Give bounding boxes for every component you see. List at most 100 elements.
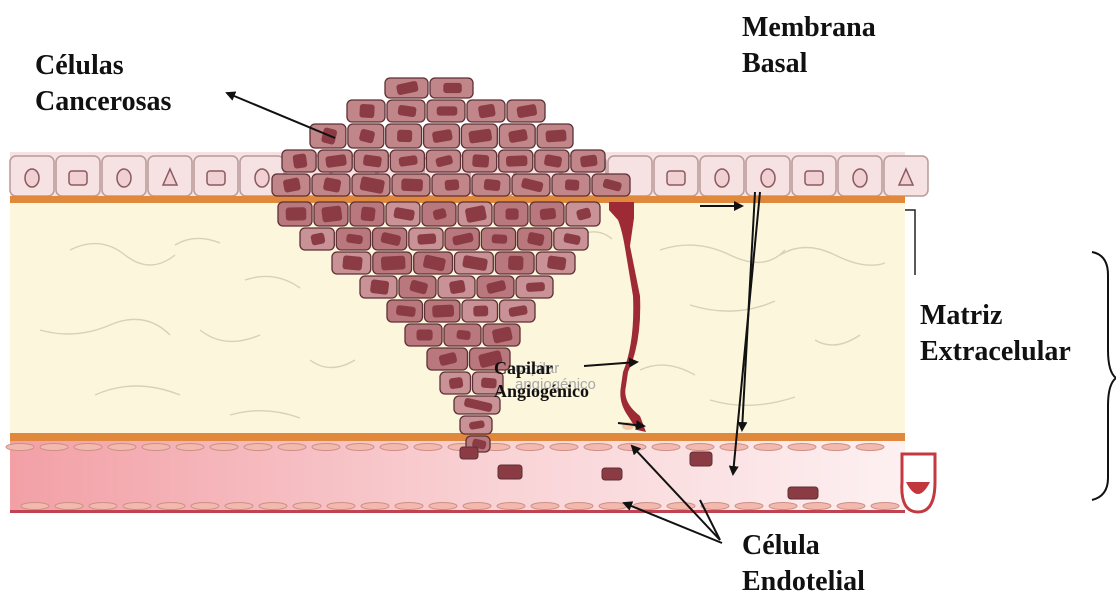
endothelial-cell <box>89 503 117 510</box>
endothelial-cell <box>565 503 593 510</box>
endothelial-cell <box>531 503 559 510</box>
endothelial-cell <box>21 503 49 510</box>
cancer-cell-nucleus <box>417 233 436 245</box>
endothelial-cell <box>463 503 491 510</box>
epithelial-nucleus <box>255 169 269 187</box>
epithelial-nucleus <box>25 169 39 187</box>
endothelial-cell <box>822 444 850 451</box>
basal-membrane-bottom <box>10 433 905 441</box>
endothelial-cell <box>584 444 612 451</box>
epithelial-nucleus <box>805 171 823 185</box>
cancer-cell-nucleus <box>483 179 500 192</box>
cancer-cell-nucleus <box>417 330 433 341</box>
endothelial-cell <box>346 444 374 451</box>
endothelial-cell <box>244 444 272 451</box>
blood-vessel <box>10 441 905 513</box>
endothelial-cell <box>516 444 544 451</box>
endothelial-cell <box>123 503 151 510</box>
cancer-cell-nucleus <box>286 207 307 220</box>
endothelial-cell <box>293 503 321 510</box>
epithelial-nucleus <box>667 171 685 185</box>
endothelial-cell <box>720 444 748 451</box>
endothelial-cell <box>550 444 578 451</box>
cancer-cell-nucleus <box>401 178 423 191</box>
cancer-cell-nucleus <box>449 279 466 294</box>
cancer-cell-nucleus <box>437 106 458 115</box>
endothelial-cell <box>429 503 457 510</box>
cancer-cell-nucleus <box>432 304 454 317</box>
basal-membrane-label-line1: Membrana <box>742 10 876 46</box>
extracellular-matrix-label-line1: Matriz <box>920 298 1071 334</box>
endothelial-cell <box>735 503 763 510</box>
cancer-cell-nucleus <box>508 256 524 271</box>
vessel-bottom-wall <box>10 510 905 513</box>
cancer-cells-label-line2: Cancerosas <box>35 84 171 120</box>
endothelial-cell <box>837 503 865 510</box>
endothelial-cell <box>803 503 831 510</box>
endothelial-cell <box>652 444 680 451</box>
cancer-cell-nucleus <box>506 208 519 219</box>
circulating-cancer-cell <box>602 468 622 480</box>
cancer-cell-nucleus <box>547 255 567 270</box>
cancer-cell-nucleus <box>449 377 464 389</box>
epithelial-nucleus <box>761 169 775 187</box>
cancer-cell-nucleus <box>580 154 598 167</box>
basal-membrane-label: Membrana Basal <box>742 10 876 83</box>
cancer-cell-nucleus <box>539 208 556 221</box>
endothelial-cell <box>686 444 714 451</box>
cancer-cell-nucleus <box>370 279 390 295</box>
cancer-cell-nucleus <box>292 153 307 169</box>
endothelial-cell <box>225 503 253 510</box>
cancer-cell-nucleus <box>443 83 462 93</box>
endothelial-cell <box>278 444 306 451</box>
basal-membrane-label-line2: Basal <box>742 46 876 82</box>
extracellular-matrix-label-line2: Extracelular <box>920 334 1071 370</box>
circulating-cancer-cell <box>690 452 712 466</box>
cancer-cell-nucleus <box>565 179 580 191</box>
cancer-cell-nucleus <box>397 130 412 143</box>
endothelial-cell <box>176 444 204 451</box>
cancer-cells-label-line1: Células <box>35 48 171 84</box>
endothelial-cell <box>40 444 68 451</box>
endothelial-cell <box>55 503 83 510</box>
endothelial-cell <box>191 503 219 510</box>
endothelial-cell-label: Célula Endotelial <box>742 528 865 601</box>
endothelial-cell <box>157 503 185 510</box>
endothelial-cell <box>142 444 170 451</box>
endothelial-cell <box>599 503 627 510</box>
endothelial-cell <box>754 444 782 451</box>
endothelial-cell-label-line2: Endotelial <box>742 564 865 600</box>
circulating-cancer-cell <box>460 447 478 459</box>
endothelial-cell <box>108 444 136 451</box>
cancer-cells-label: Células Cancerosas <box>35 48 171 121</box>
endothelial-cell <box>210 444 238 451</box>
epithelial-nucleus <box>69 171 87 185</box>
epithelial-nucleus <box>117 169 131 187</box>
endothelial-cell <box>327 503 355 510</box>
cancer-cell-nucleus <box>444 179 459 191</box>
cancer-cell-nucleus <box>342 255 363 270</box>
endothelial-cell <box>380 444 408 451</box>
cancer-cell-nucleus <box>381 256 406 271</box>
cancer-cell-nucleus <box>321 205 342 222</box>
basal-membrane-top <box>10 196 905 203</box>
endothelial-cell <box>74 444 102 451</box>
cancer-cell-nucleus <box>359 104 374 118</box>
angiogenic-capillary-label-line1: Capilar <box>494 357 589 380</box>
endothelial-cell <box>6 444 34 451</box>
epithelial-nucleus <box>207 171 225 185</box>
endothelial-cell <box>497 503 525 510</box>
matrix-brace <box>1092 252 1116 500</box>
endothelial-cell <box>312 444 340 451</box>
cancer-cell-nucleus <box>472 154 489 168</box>
circulating-cancer-cell <box>498 465 522 479</box>
cancer-cell-nucleus <box>360 206 375 221</box>
endothelial-cell <box>361 503 389 510</box>
epithelial-nucleus <box>715 169 729 187</box>
cancer-cell-nucleus <box>456 330 471 341</box>
endothelial-cell-label-line1: Célula <box>742 528 865 564</box>
matrix-edge-bracket <box>905 210 915 275</box>
endothelial-cell <box>769 503 797 510</box>
circulating-cancer-cell <box>788 487 818 499</box>
endothelial-cell <box>871 503 899 510</box>
